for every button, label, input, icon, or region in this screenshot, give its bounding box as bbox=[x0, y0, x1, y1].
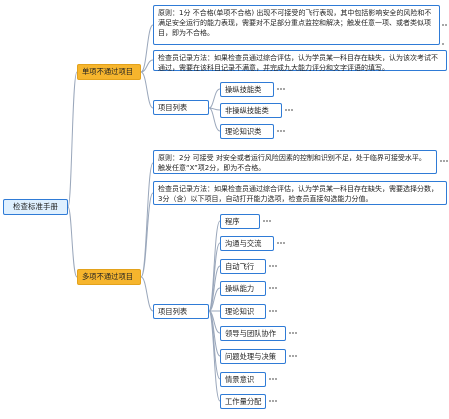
root-node[interactable]: 检查标准手册 bbox=[3, 199, 68, 215]
connector-branch2 bbox=[140, 162, 154, 312]
collapse-dots-icon bbox=[263, 220, 272, 224]
collapse-dots-icon bbox=[277, 130, 286, 134]
branch-multi-fail[interactable]: 多项不通过项目 bbox=[77, 269, 141, 285]
collapse-dots-icon bbox=[277, 242, 286, 246]
collapse-dots-icon bbox=[440, 160, 449, 164]
method-note-single[interactable]: 检查员记录方法：如果检查员通过综合评估，认为学员某一科目存在缺失，认为该次考试不… bbox=[153, 50, 447, 72]
item-list-single[interactable]: 项目列表 bbox=[153, 100, 209, 115]
collapse-dots-icon bbox=[289, 355, 298, 359]
item-operating-skills[interactable]: 操纵技能类 bbox=[220, 82, 274, 97]
method-note-multi[interactable]: 检查员记录方法：如果检查员通过综合评估，认为学员某一科目存在缺失，需要选择分数，… bbox=[153, 181, 447, 205]
item-problem-solving[interactable]: 问题处理与决策 bbox=[220, 349, 286, 364]
collapse-dots-icon bbox=[269, 378, 278, 382]
collapse-dots-icon bbox=[269, 265, 278, 269]
collapse-dots-icon bbox=[289, 332, 298, 336]
item-automation[interactable]: 自动飞行 bbox=[220, 259, 266, 274]
item-procedure[interactable]: 程序 bbox=[220, 214, 260, 229]
connector-list2 bbox=[208, 220, 221, 402]
principle-note-multi[interactable]: 原则：2分 可接受 对安全或者运行风险因素的控制和识别不足，处于临界可接受水平。… bbox=[153, 150, 437, 174]
collapse-dots-icon bbox=[285, 109, 294, 113]
collapse-dots-icon bbox=[269, 287, 278, 291]
branch-single-fail[interactable]: 单项不通过项目 bbox=[77, 64, 141, 80]
principle-note-single[interactable]: 原则：1分 不合格(单项不合格) 出现不可接受的飞行表现，其中包括影响安全的风险… bbox=[153, 5, 440, 45]
item-manual-control[interactable]: 操纵能力 bbox=[220, 281, 266, 296]
item-workload-management[interactable]: 工作量分配 bbox=[220, 394, 266, 409]
collapse-dots-icon bbox=[269, 400, 278, 404]
item-situation-awareness[interactable]: 情景意识 bbox=[220, 372, 266, 387]
connector-root-branches bbox=[67, 71, 78, 278]
collapse-dots-icon bbox=[277, 88, 286, 92]
item-leadership-teamwork[interactable]: 领导与团队协作 bbox=[220, 326, 286, 341]
item-non-operating-skills[interactable]: 非操纵技能类 bbox=[220, 103, 282, 118]
collapse-dots-icon bbox=[442, 24, 449, 45]
collapse-dots-icon bbox=[269, 310, 278, 314]
item-theory-knowledge[interactable]: 理论知识类 bbox=[220, 124, 274, 139]
item-communication[interactable]: 沟通与交流 bbox=[220, 236, 274, 251]
connector-list1 bbox=[208, 88, 221, 132]
connector-branch1 bbox=[140, 24, 154, 109]
item-list-multi[interactable]: 项目列表 bbox=[153, 304, 209, 319]
item-knowledge[interactable]: 理论知识 bbox=[220, 304, 266, 319]
